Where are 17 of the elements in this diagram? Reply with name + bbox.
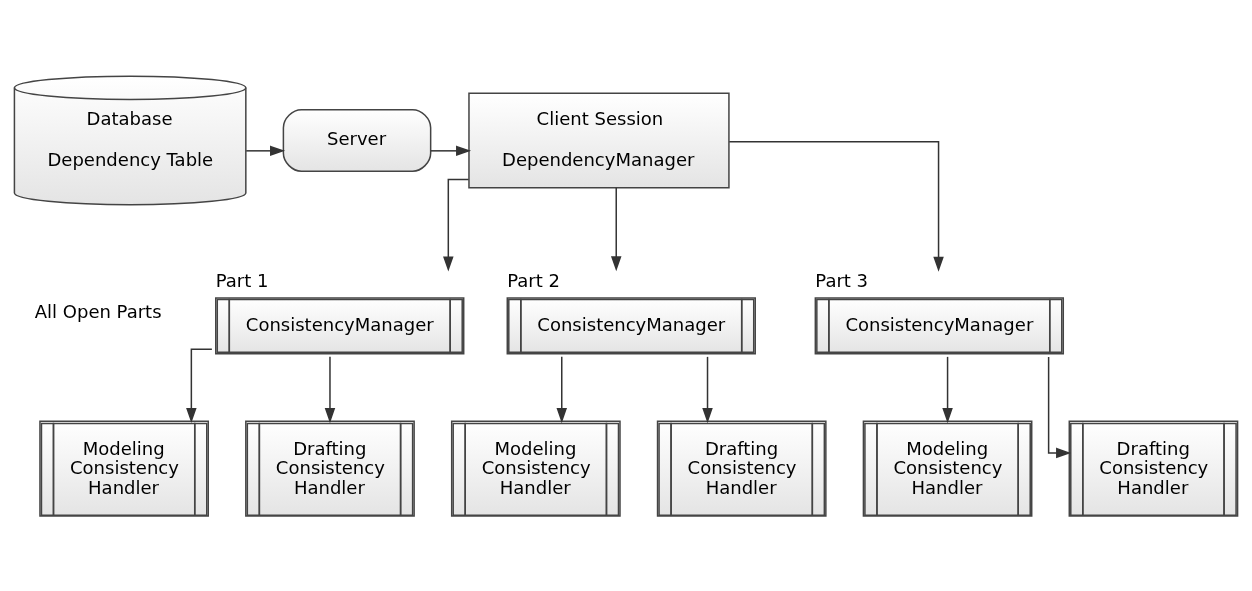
arrow [702,355,713,423]
arrow [1047,355,1072,458]
arrow [556,355,568,423]
node-box: Server [282,108,432,172]
label: All Open Parts [34,300,162,322]
arrow [186,347,213,423]
node-label: Part 2 [507,269,561,291]
arrow [443,178,470,272]
node-label: Part 3 [815,269,869,291]
arrow [324,355,336,423]
arrow [728,140,944,272]
arrow [245,145,286,156]
arrow [430,145,472,156]
node-label: Part 1 [215,269,269,291]
arrow [610,186,622,271]
node-box: Client Session DependencyManager [468,92,730,188]
arrow [942,355,953,423]
